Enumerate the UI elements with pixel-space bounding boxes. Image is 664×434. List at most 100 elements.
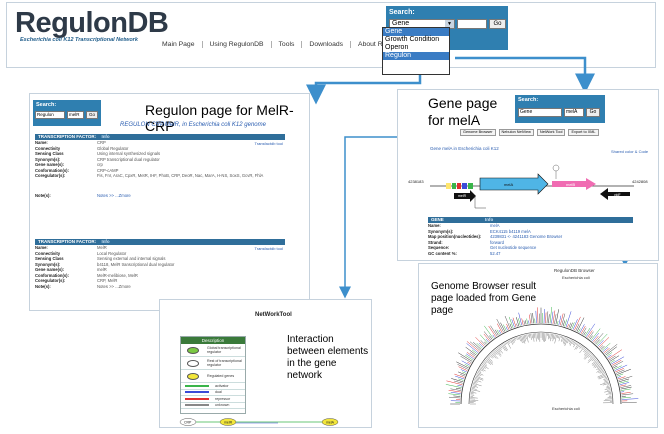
nav-tools[interactable]: Tools <box>270 41 302 48</box>
nav-using-regulondb[interactable]: Using RegulonDB <box>201 41 271 48</box>
nav-main-page[interactable]: Main Page <box>162 41 195 48</box>
tf-melr-field-label: Conformation(s): <box>35 272 69 278</box>
regulon-search-input[interactable]: melR <box>67 111 84 119</box>
genome-track-tick <box>616 373 624 377</box>
tf-crp-info-link[interactable]: Info <box>101 134 110 139</box>
genome-track-tick <box>611 356 625 365</box>
nebulon-netview-button[interactable]: Nebulon NetView <box>498 129 534 136</box>
genome-browser-button[interactable]: Genome Browser <box>460 129 496 136</box>
genome-inner-tick <box>485 358 493 365</box>
tf-crp-tool-link[interactable]: Transfactdb tool <box>254 141 283 146</box>
genome-inner-tick <box>530 333 532 340</box>
nav-downloads[interactable]: Downloads <box>301 41 350 48</box>
tf-melr-field-label: Synonym(s): <box>35 261 61 267</box>
genome-inner-tick <box>476 373 482 376</box>
genome-track-tick <box>484 341 487 345</box>
genome-track-tick <box>500 322 506 332</box>
legend-node-swatch <box>187 372 199 380</box>
genome-track-tick <box>458 366 468 371</box>
tf-melr-tool-link[interactable]: Transfactdb tool <box>254 246 283 251</box>
gene-arrow-melb <box>552 178 596 190</box>
genome-track-tick <box>448 393 461 396</box>
legend-item: dual <box>181 390 245 396</box>
export-xml-button[interactable]: Export to XML <box>568 129 599 136</box>
dropdown-option-gene[interactable]: Gene <box>383 28 449 36</box>
genome-inner-tick <box>579 347 584 354</box>
regulon-go-button[interactable]: Go <box>86 111 98 119</box>
node-crp <box>179 418 197 426</box>
network-graph: CRP melR melA <box>179 418 339 426</box>
genome-inner-tick <box>560 336 562 339</box>
gene-info-link[interactable]: Info <box>485 217 494 222</box>
gene-go-button[interactable]: Go <box>586 108 600 117</box>
legend-node-swatch <box>187 346 199 354</box>
legend-item-label: Regulated genes <box>207 374 235 378</box>
genome-inner-tick <box>599 371 605 374</box>
genome-track-tick <box>535 310 537 324</box>
genome-track-tick <box>446 380 463 385</box>
legend-node-swatch <box>187 359 199 367</box>
genome-browser-panel: RegulonDB Browser Escherichia coli Genom… <box>418 263 658 428</box>
dropdown-option-growth-condition[interactable]: Growth Condition <box>385 36 440 43</box>
tf-crp-field-value: CRP <box>97 140 106 145</box>
gene-field-value: ECK4115 b4119 melA <box>490 228 531 234</box>
network-tool-title: NetWorkTool <box>255 312 292 318</box>
gene-field-label: Strand: <box>428 239 443 245</box>
genome-track-tick <box>593 336 599 343</box>
network-tool-button[interactable]: NetWork Tool <box>536 129 566 136</box>
tf-melr-field-label: Note(s): <box>35 283 51 289</box>
gene-field-label: Name: <box>428 223 441 228</box>
genome-inner-tick <box>561 336 564 342</box>
genome-track-tick <box>490 325 498 337</box>
go-button[interactable]: Go <box>489 19 506 29</box>
dropdown-option-operon[interactable]: Operon <box>385 44 409 51</box>
genome-track-tick <box>604 343 618 355</box>
genome-track-tick <box>545 312 547 324</box>
genome-inner-tick <box>602 383 609 386</box>
tf-crp-field-row: Gene name(s):crp <box>35 162 285 168</box>
genome-inner-tick <box>587 356 595 364</box>
tf-crp-notes-link[interactable]: Notes >> ...Zmore <box>97 192 131 198</box>
genome-track-tick <box>478 342 484 348</box>
genome-inner-tick <box>504 342 507 346</box>
genome-track-tick <box>612 360 622 366</box>
regulondb-logo[interactable]: RegulonDB <box>15 7 169 39</box>
genome-track-tick <box>516 317 520 327</box>
tf-melr-info-link[interactable]: Info <box>101 239 110 244</box>
shared-color-link[interactable]: Shared color & Code <box>611 149 649 154</box>
genome-track-tick <box>496 323 503 333</box>
genome-track-tick <box>578 328 581 333</box>
circular-genome-map[interactable] <box>429 304 653 428</box>
genome-track-tick <box>583 331 586 336</box>
genome-inner-tick <box>576 344 580 350</box>
genome-track-tick <box>473 341 482 350</box>
genome-inner-tick <box>569 339 572 345</box>
genome-track-tick <box>516 323 518 327</box>
gene-search-select[interactable]: Gene <box>518 108 562 117</box>
regulon-search-select[interactable]: Regulon <box>35 111 65 119</box>
tf-melr-field-value: MelR-melibiose, MelR <box>97 272 138 278</box>
tf-crp-field-value: Fis, Fnr, AraC, CpxR, MetR, IHF, PhoB, C… <box>97 173 264 178</box>
gene-field-row: Map position(nucleotides):4239831 <- 424… <box>428 234 633 240</box>
genome-inner-tick <box>583 352 590 359</box>
genome-track-tick <box>608 355 616 361</box>
gene-arrow-melr <box>454 190 476 202</box>
genome-inner-ring <box>468 331 614 405</box>
genome-inner-tick <box>578 344 581 348</box>
genome-track-tick <box>469 352 476 357</box>
genome-inner-tick <box>588 354 592 358</box>
dropdown-option-regulon[interactable]: Regulon <box>383 52 449 60</box>
genome-track-tick <box>469 341 481 351</box>
genome-inner-tick <box>495 348 502 356</box>
gene-search-input[interactable]: melA <box>564 108 584 117</box>
genome-track-tick <box>561 313 566 326</box>
gene-label-mela: melA <box>504 182 513 187</box>
genome-track-tick <box>504 315 511 330</box>
genome-inner-tick <box>473 381 477 384</box>
genome-track-tick <box>460 374 466 377</box>
genome-track-tick <box>606 352 613 357</box>
search-input[interactable] <box>457 19 487 29</box>
genome-track-tick <box>503 324 507 331</box>
